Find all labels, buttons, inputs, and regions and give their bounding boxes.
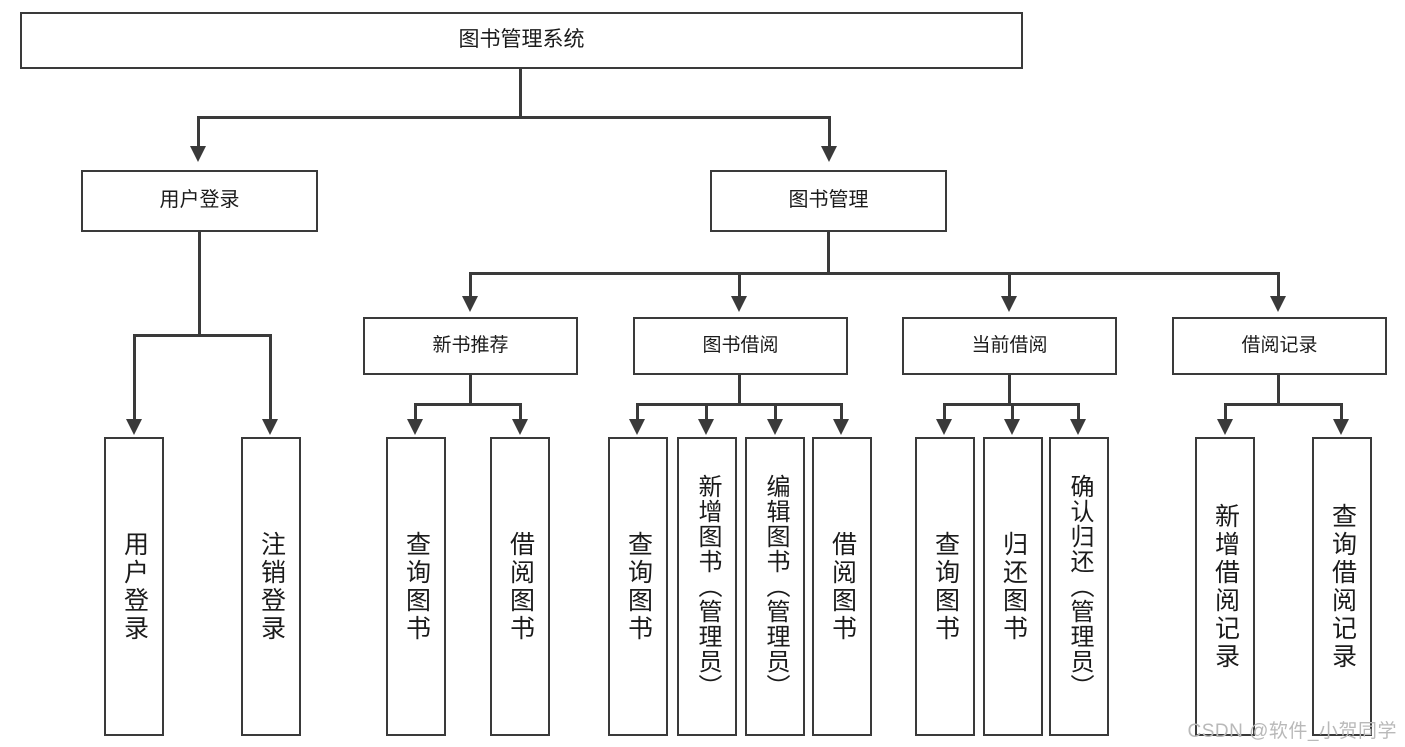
leaf-new-book-query-book[interactable]: 查询图书 (386, 437, 446, 736)
arrowhead-leaf-user-login-1 (126, 419, 142, 435)
connector-bm-to-current-borrow (1008, 272, 1011, 297)
connector-user-login-to-leaf-2 (269, 334, 272, 420)
connector-bb-to-leaf-4 (840, 403, 843, 420)
connector-cb-to-leaf-1 (943, 403, 946, 420)
arrowhead-leaf-nbr-2 (512, 419, 528, 435)
node-label: 图书借阅 (702, 334, 779, 356)
connector-bm-to-book-borrow (738, 272, 741, 297)
connector-bb-to-leaf-2 (705, 403, 708, 420)
leaf-new-book-borrow-book[interactable]: 借阅图书 (490, 437, 550, 736)
leaf-user-login-login[interactable]: 用户登录 (104, 437, 164, 736)
connector-user-login-stem (198, 232, 201, 337)
connector-user-login-bus (133, 334, 272, 337)
arrowhead-borrow-record (1270, 296, 1286, 312)
node-root-book-management-system[interactable]: 图书管理系统 (20, 12, 1023, 69)
node-label: 确认归还（管理员） (1066, 474, 1093, 699)
node-new-book-recommend[interactable]: 新书推荐 (363, 317, 578, 375)
node-label: 借阅图书 (828, 530, 857, 643)
node-label: 查询图书 (931, 530, 960, 643)
leaf-borrow-record-query-record[interactable]: 查询借阅记录 (1312, 437, 1372, 736)
arrowhead-user-login (190, 146, 206, 162)
connector-bb-stem (738, 375, 741, 405)
connector-bb-bus (636, 403, 843, 406)
connector-cb-to-leaf-2 (1011, 403, 1014, 420)
arrowhead-book-management (821, 146, 837, 162)
leaf-book-borrow-query-book[interactable]: 查询图书 (608, 437, 668, 736)
node-current-borrow[interactable]: 当前借阅 (902, 317, 1117, 375)
connector-nbr-to-leaf-1 (414, 403, 417, 420)
arrowhead-leaf-bb-1 (629, 419, 645, 435)
arrowhead-leaf-user-login-2 (262, 419, 278, 435)
node-label: 查询图书 (624, 530, 653, 643)
connector-user-login-to-leaf-1 (133, 334, 136, 420)
leaf-current-borrow-query-book[interactable]: 查询图书 (915, 437, 975, 736)
node-label: 当前借阅 (971, 334, 1048, 356)
connector-br-bus (1224, 403, 1343, 406)
arrowhead-leaf-cb-2 (1004, 419, 1020, 435)
arrowhead-leaf-nbr-1 (407, 419, 423, 435)
leaf-book-borrow-add-book-admin[interactable]: 新增图书（管理员） (677, 437, 737, 736)
arrowhead-leaf-bb-4 (833, 419, 849, 435)
node-label: 用户登录 (159, 189, 240, 212)
connector-bb-to-leaf-3 (774, 403, 777, 420)
node-label: 查询图书 (402, 530, 431, 643)
connector-root-bus (197, 116, 831, 119)
connector-book-management-bus (469, 272, 1279, 275)
leaf-borrow-record-add-record[interactable]: 新增借阅记录 (1195, 437, 1255, 736)
connector-nbr-bus (414, 403, 522, 406)
node-label: 借阅记录 (1241, 334, 1318, 356)
leaf-current-borrow-return-book[interactable]: 归还图书 (983, 437, 1043, 736)
node-label: 查询借阅记录 (1328, 502, 1357, 671)
connector-br-to-leaf-1 (1224, 403, 1227, 420)
connector-cb-to-leaf-3 (1077, 403, 1080, 420)
node-user-login[interactable]: 用户登录 (81, 170, 318, 232)
node-label: 编辑图书（管理员） (762, 474, 789, 699)
connector-root-to-user-login (197, 116, 200, 147)
connector-br-to-leaf-2 (1340, 403, 1343, 420)
connector-book-management-stem (827, 232, 830, 274)
node-label: 新增借阅记录 (1211, 502, 1240, 671)
node-label: 归还图书 (999, 530, 1028, 643)
leaf-book-borrow-edit-book-admin[interactable]: 编辑图书（管理员） (745, 437, 805, 736)
leaf-user-login-logout[interactable]: 注销登录 (241, 437, 301, 736)
arrowhead-leaf-bb-3 (767, 419, 783, 435)
node-label: 新增图书（管理员） (694, 474, 721, 699)
node-label: 用户登录 (120, 530, 149, 643)
node-borrow-record[interactable]: 借阅记录 (1172, 317, 1387, 375)
arrowhead-leaf-cb-1 (936, 419, 952, 435)
connector-nbr-stem (469, 375, 472, 405)
arrowhead-leaf-br-2 (1333, 419, 1349, 435)
connector-bm-to-new-book (469, 272, 472, 297)
leaf-current-borrow-confirm-return-admin[interactable]: 确认归还（管理员） (1049, 437, 1109, 736)
node-label: 注销登录 (257, 530, 286, 643)
connector-root-to-book-management (828, 116, 831, 147)
leaf-book-borrow-borrow-book[interactable]: 借阅图书 (812, 437, 872, 736)
connector-br-stem (1277, 375, 1280, 405)
connector-bb-to-leaf-1 (636, 403, 639, 420)
node-label: 新书推荐 (432, 334, 509, 356)
connector-nbr-to-leaf-2 (519, 403, 522, 420)
arrowhead-leaf-bb-2 (698, 419, 714, 435)
node-label: 图书管理 (788, 189, 869, 212)
connector-cb-stem (1008, 375, 1011, 405)
arrowhead-current-borrow (1001, 296, 1017, 312)
arrowhead-new-book-recommend (462, 296, 478, 312)
node-book-borrow[interactable]: 图书借阅 (633, 317, 848, 375)
arrowhead-leaf-cb-3 (1070, 419, 1086, 435)
node-label: 借阅图书 (506, 530, 535, 643)
connector-bm-to-borrow-record (1277, 272, 1280, 297)
node-book-management[interactable]: 图书管理 (710, 170, 947, 232)
arrowhead-book-borrow (731, 296, 747, 312)
node-label: 图书管理系统 (458, 28, 585, 52)
connector-root-stem (519, 69, 522, 117)
arrowhead-leaf-br-1 (1217, 419, 1233, 435)
